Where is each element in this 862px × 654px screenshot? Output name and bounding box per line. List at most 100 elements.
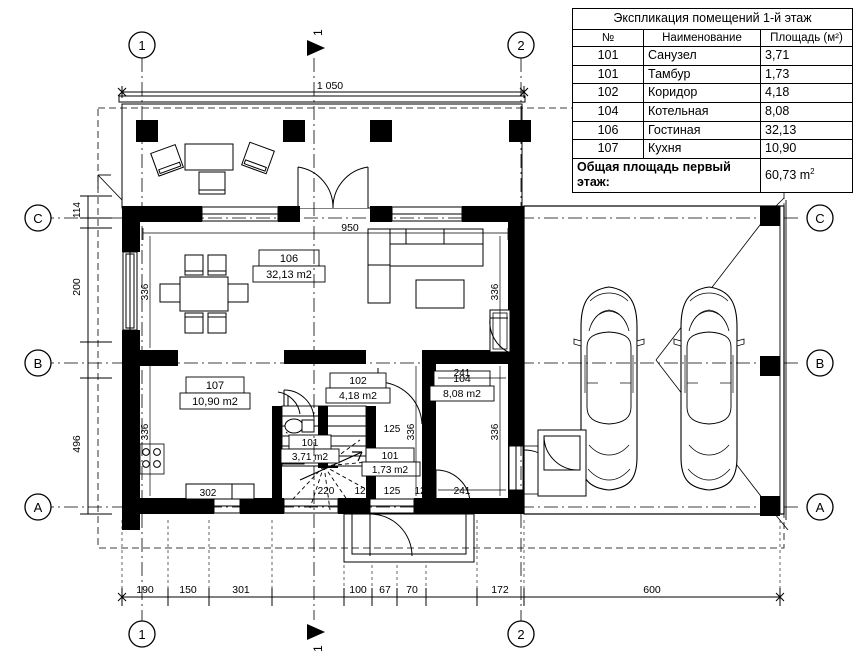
axis-bubble-left-c: C bbox=[24, 204, 52, 232]
dimension-336-b: 336 bbox=[140, 423, 151, 440]
table-total-row: Общая площадь первый этаж: 60,73 m2 bbox=[572, 157, 853, 194]
car-right bbox=[673, 286, 745, 491]
room-104-number: 104 bbox=[453, 373, 471, 385]
dimension-336-a: 336 bbox=[140, 283, 151, 300]
room-101-bath-number: 101 bbox=[302, 438, 319, 449]
axis-bubble-top-1: 1 bbox=[128, 31, 156, 59]
room-106-area: 32,13 m2 bbox=[266, 269, 312, 281]
axis-label: 1 bbox=[138, 38, 145, 53]
axis-bubble-left-b: B bbox=[24, 349, 52, 377]
dimension-336-c: 336 bbox=[490, 283, 501, 300]
dimension-125-b: 125 bbox=[384, 486, 401, 497]
cell-number: 106 bbox=[572, 120, 644, 141]
table-title: Экспликация помещений 1-й этаж bbox=[572, 8, 853, 30]
dimension-220: 220 bbox=[318, 486, 335, 497]
cell-area: 32,13 bbox=[760, 120, 853, 141]
cell-number: 107 bbox=[572, 139, 644, 159]
axis-bubbles: 1 2 1 2 C B A bbox=[24, 31, 834, 648]
table-row: 106 Гостиная 32,13 bbox=[572, 120, 853, 141]
axis-bubble-left-a: A bbox=[24, 493, 52, 521]
cell-name: Санузел bbox=[643, 46, 761, 66]
axis-label: A bbox=[816, 500, 825, 515]
dining-set bbox=[159, 254, 249, 334]
axis-label: B bbox=[34, 356, 43, 371]
table-row: 101 Тамбур 1,73 bbox=[572, 64, 853, 85]
kitchen-furniture bbox=[139, 443, 255, 500]
cell-name: Котельная bbox=[643, 101, 761, 122]
table-row: 104 Котельная 8,08 bbox=[572, 101, 853, 122]
section-mark-bottom: 1 bbox=[307, 624, 325, 652]
carport-edge bbox=[779, 200, 787, 520]
axis-bubble-right-b: B bbox=[806, 349, 834, 377]
living-room-sofa bbox=[367, 228, 484, 309]
room-label-102: 102 4,18 m2 bbox=[325, 372, 391, 404]
room-101-bath-area: 3,71 m2 bbox=[292, 452, 329, 463]
room-schedule-table: Экспликация помещений 1-й этаж № Наимено… bbox=[572, 8, 853, 194]
room-102-number: 102 bbox=[349, 375, 367, 387]
cell-area: 8,08 bbox=[760, 101, 853, 122]
room-101-tambur-number: 101 bbox=[382, 451, 399, 462]
dimension-125-a: 125 bbox=[384, 424, 401, 435]
cell-name: Тамбур bbox=[643, 64, 761, 85]
col-header-area: Площадь (м²) bbox=[760, 28, 853, 48]
terrace-double-door bbox=[297, 166, 369, 209]
dimension-top-overall-label: 1 050 bbox=[317, 80, 343, 92]
cell-area: 10,90 bbox=[760, 139, 853, 159]
dimension-left-496: 496 bbox=[71, 435, 83, 453]
dimension-302: 302 bbox=[200, 488, 217, 499]
cell-name: Кухня bbox=[643, 139, 761, 159]
cell-area: 4,18 bbox=[760, 83, 853, 103]
corridor-doors bbox=[277, 368, 423, 425]
axis-bubble-right-a: A bbox=[806, 493, 834, 521]
interior-vertical-dimensions bbox=[149, 236, 501, 496]
dim-172: 172 bbox=[491, 584, 509, 596]
cell-name: Коридор bbox=[643, 83, 761, 103]
dimension-bottom-labels: 190 150 301 100 67 70 172 600 bbox=[136, 584, 661, 596]
axis-label: 2 bbox=[517, 38, 524, 53]
axis-label: 1 bbox=[138, 627, 145, 642]
axis-label: 2 bbox=[517, 627, 524, 642]
axis-bubble-bottom-1: 1 bbox=[128, 620, 156, 648]
total-value-text: 60,73 m bbox=[765, 168, 811, 183]
terrace-leader-lines bbox=[97, 174, 123, 201]
dimension-left-200: 200 bbox=[71, 278, 83, 296]
section-mark-label: 1 bbox=[311, 645, 325, 652]
dimension-241-lines bbox=[438, 377, 506, 491]
cell-number: 102 bbox=[572, 83, 644, 103]
table-header-row: № Наименование Площадь (м²) bbox=[572, 28, 853, 48]
axis-grid-lines bbox=[40, 58, 800, 622]
dimension-336-d: 336 bbox=[490, 423, 501, 440]
dimension-336-e: 336 bbox=[406, 423, 417, 440]
dimension-12-b: 12 bbox=[354, 486, 366, 497]
dim-70: 70 bbox=[406, 584, 418, 596]
table-row: 102 Коридор 4,18 bbox=[572, 83, 853, 103]
dim-600: 600 bbox=[643, 584, 661, 596]
room-102-area: 4,18 m2 bbox=[339, 390, 377, 402]
dimension-241-bottom: 241 bbox=[454, 486, 471, 497]
room-101-tambur-area: 1,73 m2 bbox=[372, 465, 409, 476]
drawing-root: 302 bbox=[24, 29, 834, 652]
side-door bbox=[489, 317, 509, 353]
room-104-area: 8,08 m2 bbox=[443, 388, 481, 400]
table-row: 101 Санузел 3,71 bbox=[572, 46, 853, 66]
room-label-107: 107 10,90 m2 bbox=[179, 376, 251, 410]
total-value: 60,73 m2 bbox=[760, 157, 853, 194]
axis-bubble-top-2: 2 bbox=[507, 31, 535, 59]
room-label-101-tambur: 101 1,73 m2 bbox=[361, 447, 421, 477]
dim-301: 301 bbox=[232, 584, 250, 596]
room-label-104: 104 8,08 m2 bbox=[429, 370, 495, 402]
dimension-interior-950 bbox=[142, 228, 509, 240]
dim-100: 100 bbox=[349, 584, 367, 596]
dim-67: 67 bbox=[379, 584, 391, 596]
room-label-106: 106 32,13 m2 bbox=[252, 249, 326, 283]
col-header-number: № bbox=[572, 28, 644, 48]
dimension-241-top: 241 bbox=[454, 368, 471, 379]
room-label-101-bath: 101 3,71 m2 bbox=[280, 434, 340, 464]
table-title-row: Экспликация помещений 1-й этаж bbox=[572, 8, 853, 30]
section-mark-top: 1 bbox=[307, 29, 325, 56]
dimension-12-a: 12 bbox=[414, 486, 426, 497]
cell-number: 101 bbox=[572, 46, 644, 66]
room-107-number: 107 bbox=[206, 380, 224, 392]
